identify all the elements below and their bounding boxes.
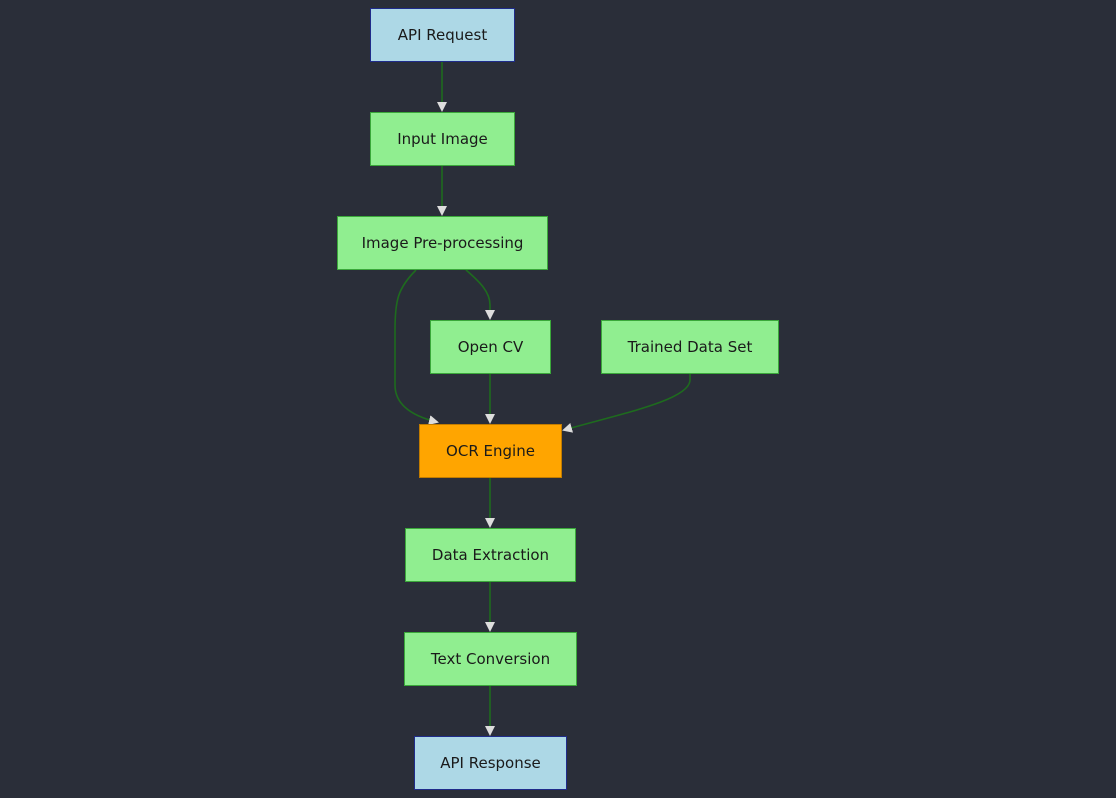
edge-preprocessing-to-opencv bbox=[465, 269, 495, 320]
edge-preprocessing-to-ocr-engine bbox=[394, 269, 439, 425]
node-opencv: Open CV bbox=[430, 320, 551, 374]
node-data-extraction: Data Extraction bbox=[405, 528, 576, 582]
edge-trained-data-set-to-ocr-engine bbox=[562, 374, 691, 433]
node-input-image: Input Image bbox=[370, 112, 515, 166]
node-text-conversion: Text Conversion bbox=[404, 632, 577, 686]
node-trained-data-set: Trained Data Set bbox=[601, 320, 779, 374]
node-api-response: API Response bbox=[414, 736, 567, 790]
node-image-preprocessing: Image Pre-processing bbox=[337, 216, 548, 270]
node-api-request: API Request bbox=[370, 8, 515, 62]
node-ocr-engine: OCR Engine bbox=[419, 424, 562, 478]
